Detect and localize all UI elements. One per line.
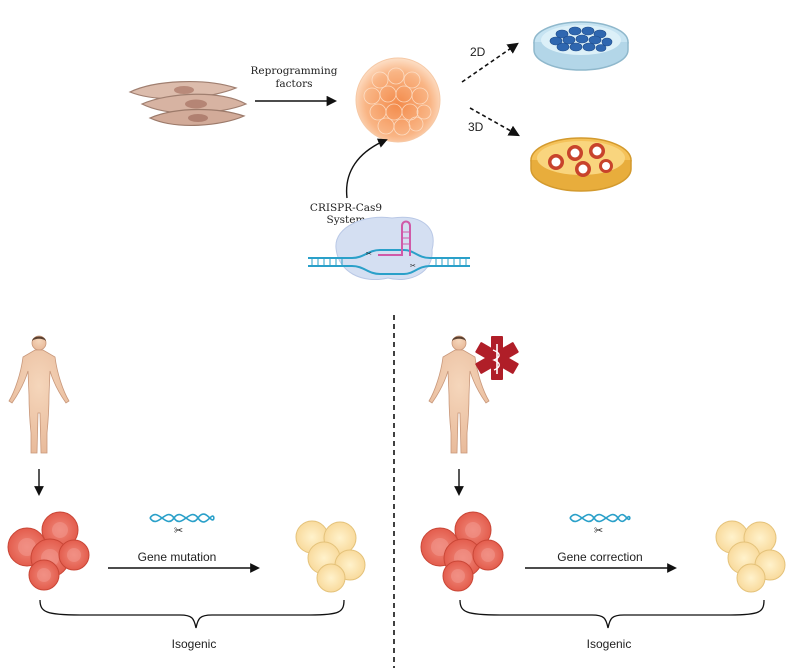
- ipsc-colony-icon: [355, 57, 441, 143]
- isogenic-bracket-right: [459, 599, 765, 629]
- dna-scissors-icon-right: ✂: [569, 513, 631, 537]
- dna-scissors-icon-left: ✂: [149, 513, 215, 537]
- human-figure-icon-right: [428, 335, 490, 454]
- red-blood-cells-icon-left: [7, 511, 90, 591]
- medical-star-of-life-icon: [475, 336, 519, 380]
- isogenic-pale-cells-icon-left: [295, 520, 366, 593]
- human-figure-icon-left: [8, 335, 70, 454]
- reprogramming-label-line2: factors: [276, 78, 313, 90]
- organoid-icons: [548, 143, 613, 177]
- svg-text:✂: ✂: [366, 250, 372, 258]
- petri-dish-3d-icon: [530, 137, 632, 192]
- isogenic-pale-cells-icon-right: [715, 520, 786, 593]
- svg-text:✂: ✂: [410, 262, 416, 270]
- fibroblast-cells-icon: [128, 81, 248, 126]
- svg-text:✂: ✂: [174, 524, 183, 537]
- crispr-cas9-complex-icon: ✂ ✂: [308, 216, 470, 280]
- gene-mutation-label: Gene mutation: [138, 550, 217, 564]
- svg-text:✂: ✂: [594, 524, 603, 537]
- isogenic-bracket-left: [39, 599, 345, 629]
- isogenic-label-left: Isogenic: [172, 637, 217, 651]
- red-blood-cells-icon-right: [420, 511, 504, 592]
- petri-dish-2d-icon: [533, 21, 629, 71]
- reprogramming-label-line1: Reprogramming: [251, 65, 338, 77]
- arrow-3d: [469, 107, 520, 137]
- isogenic-label-right: Isogenic: [587, 637, 632, 651]
- branch-2d-label: 2D: [470, 45, 486, 59]
- crispr-arrow: [345, 138, 388, 199]
- gene-correction-label: Gene correction: [557, 550, 642, 564]
- crispr-label-line1: CRISPR-Cas9: [310, 202, 382, 214]
- branch-3d-label: 3D: [468, 120, 484, 134]
